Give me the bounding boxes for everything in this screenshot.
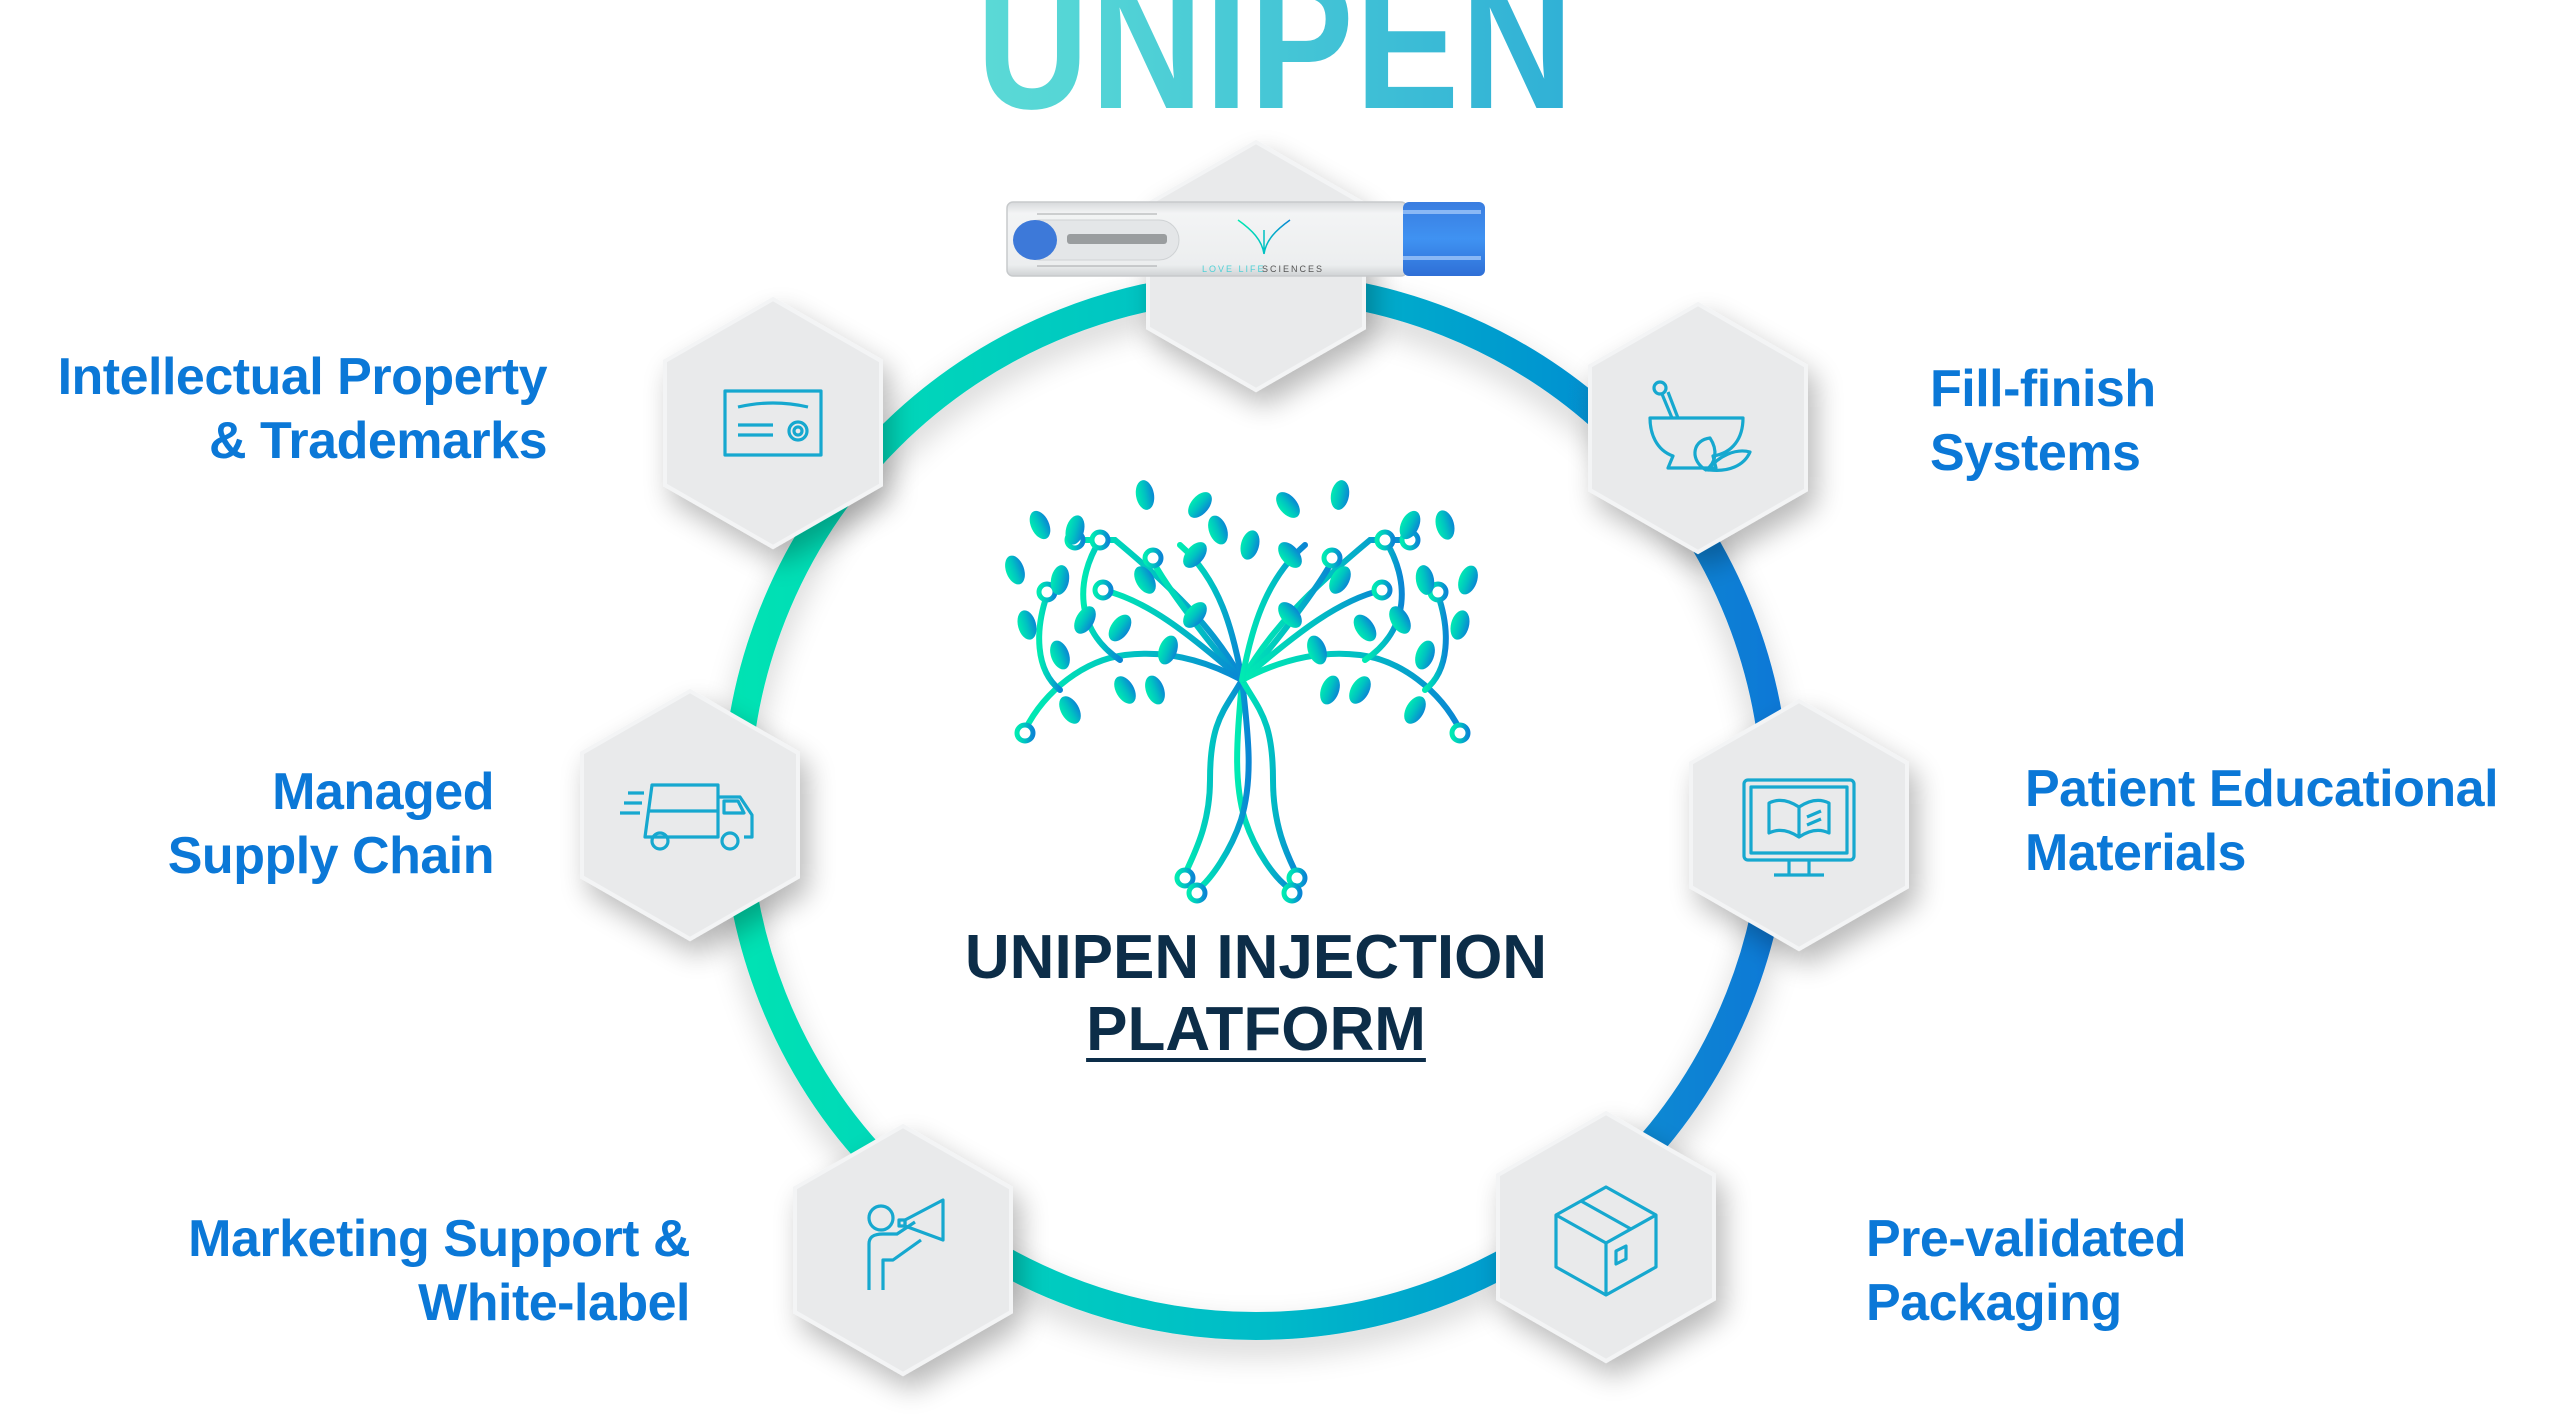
tree-leaf — [1415, 640, 1435, 670]
platform-title-line1: UNIPEN INJECTION — [964, 923, 1548, 992]
circuit-tree-logo — [1005, 480, 1478, 904]
tree-leaf — [1353, 614, 1377, 642]
tree-leaf — [1074, 606, 1096, 634]
tree-leaf — [1307, 635, 1327, 665]
hexagon-edu — [1689, 698, 1909, 952]
tree-leaf — [1050, 565, 1070, 595]
tree-leaf — [1059, 696, 1081, 724]
hexagon-ip — [663, 296, 883, 550]
tree-leaf — [1208, 515, 1228, 545]
delivery-truck-icon — [620, 783, 754, 851]
label-line: Packaging — [1866, 1274, 2122, 1332]
label-line: Materials — [2025, 824, 2246, 882]
tree-leaf — [1458, 565, 1478, 595]
tree-leaf — [1134, 566, 1156, 594]
label-intellectual-property: Intellectual Property & Trademarks — [57, 345, 548, 473]
tree-leaf — [1415, 565, 1435, 595]
person-megaphone-icon — [867, 1198, 945, 1290]
label-packaging: Pre-validated Packaging — [1866, 1207, 2187, 1335]
tree-leaf — [1065, 515, 1085, 545]
label-supply-chain: Managed Supply Chain — [167, 760, 495, 888]
label-line: Systems — [1930, 424, 2141, 482]
tree-leaf — [1017, 610, 1037, 640]
label-line: Supply Chain — [167, 827, 495, 885]
monitor-book-icon — [1742, 778, 1856, 877]
hexagon-shape — [580, 688, 800, 942]
tree-leaf — [1029, 510, 1051, 540]
tree-leaf — [1329, 566, 1351, 594]
tree-leaf — [1145, 675, 1165, 705]
label-line: Pre-validated — [1866, 1210, 2187, 1268]
hexagon-marketing — [793, 1123, 1013, 1377]
label-marketing: Marketing Support & White-label — [188, 1207, 690, 1335]
hexagon-shape — [663, 296, 883, 550]
pen-brand-a: LOVE LIFE — [1202, 264, 1266, 274]
hexagon-packaging — [1496, 1110, 1716, 1364]
label-fill-finish: Fill-finish Systems — [1930, 357, 2156, 485]
mortar-pestle-leaf-icon — [1648, 380, 1752, 472]
tree-leaf — [1320, 675, 1340, 705]
page-title: UNIPEN — [226, 0, 2325, 138]
label-line: Managed — [272, 763, 494, 821]
label-line: Marketing Support & — [188, 1210, 690, 1268]
tree-leaf — [1404, 696, 1426, 724]
tree-leaf — [1330, 480, 1350, 510]
hexagon-shape — [793, 1123, 1013, 1377]
platform-title: UNIPEN INJECTION PLATFORM — [0, 922, 2512, 1066]
tree-leaf — [1450, 610, 1470, 640]
tree-leaf — [1114, 676, 1136, 704]
tree-leaf — [1188, 492, 1212, 518]
tree-leaf — [1183, 542, 1207, 568]
box-icon — [1554, 1185, 1658, 1297]
platform-title-line2: PLATFORM — [1086, 995, 1426, 1064]
tree-leaf — [1183, 602, 1207, 628]
hexagon-shape — [1588, 301, 1808, 555]
tree-leaf — [1108, 614, 1132, 642]
autoinjector-pen: LOVE LIFE SCIENCES — [1006, 201, 1485, 277]
label-line: Intellectual Property — [57, 348, 548, 406]
label-patient-education: Patient Educational Materials — [2025, 757, 2499, 885]
label-line: White-label — [418, 1274, 690, 1332]
tree-leaf — [1389, 606, 1411, 634]
label-line: Patient Educational — [2025, 760, 2499, 818]
hexagon-shape — [1496, 1110, 1716, 1364]
certificate-icon — [723, 389, 823, 457]
hexagon-fill — [1588, 301, 1808, 555]
tree-leaf — [1276, 492, 1300, 518]
label-line: Fill-finish — [1930, 360, 2156, 418]
pen-brand-b: SCIENCES — [1262, 264, 1324, 274]
tree-leaf — [1005, 555, 1025, 585]
tree-leaf — [1240, 530, 1260, 560]
tree-leaf — [1278, 542, 1302, 568]
tree-leaf — [1349, 676, 1371, 704]
tree-leaf — [1050, 640, 1070, 670]
tree-leaf — [1399, 510, 1421, 540]
tree-leaf — [1278, 602, 1302, 628]
hexagon-supply — [580, 688, 800, 942]
tree-leaf — [1135, 480, 1155, 510]
label-line: & Trademarks — [209, 412, 547, 470]
tree-leaf — [1435, 510, 1455, 540]
tree-leaf — [1158, 635, 1178, 665]
